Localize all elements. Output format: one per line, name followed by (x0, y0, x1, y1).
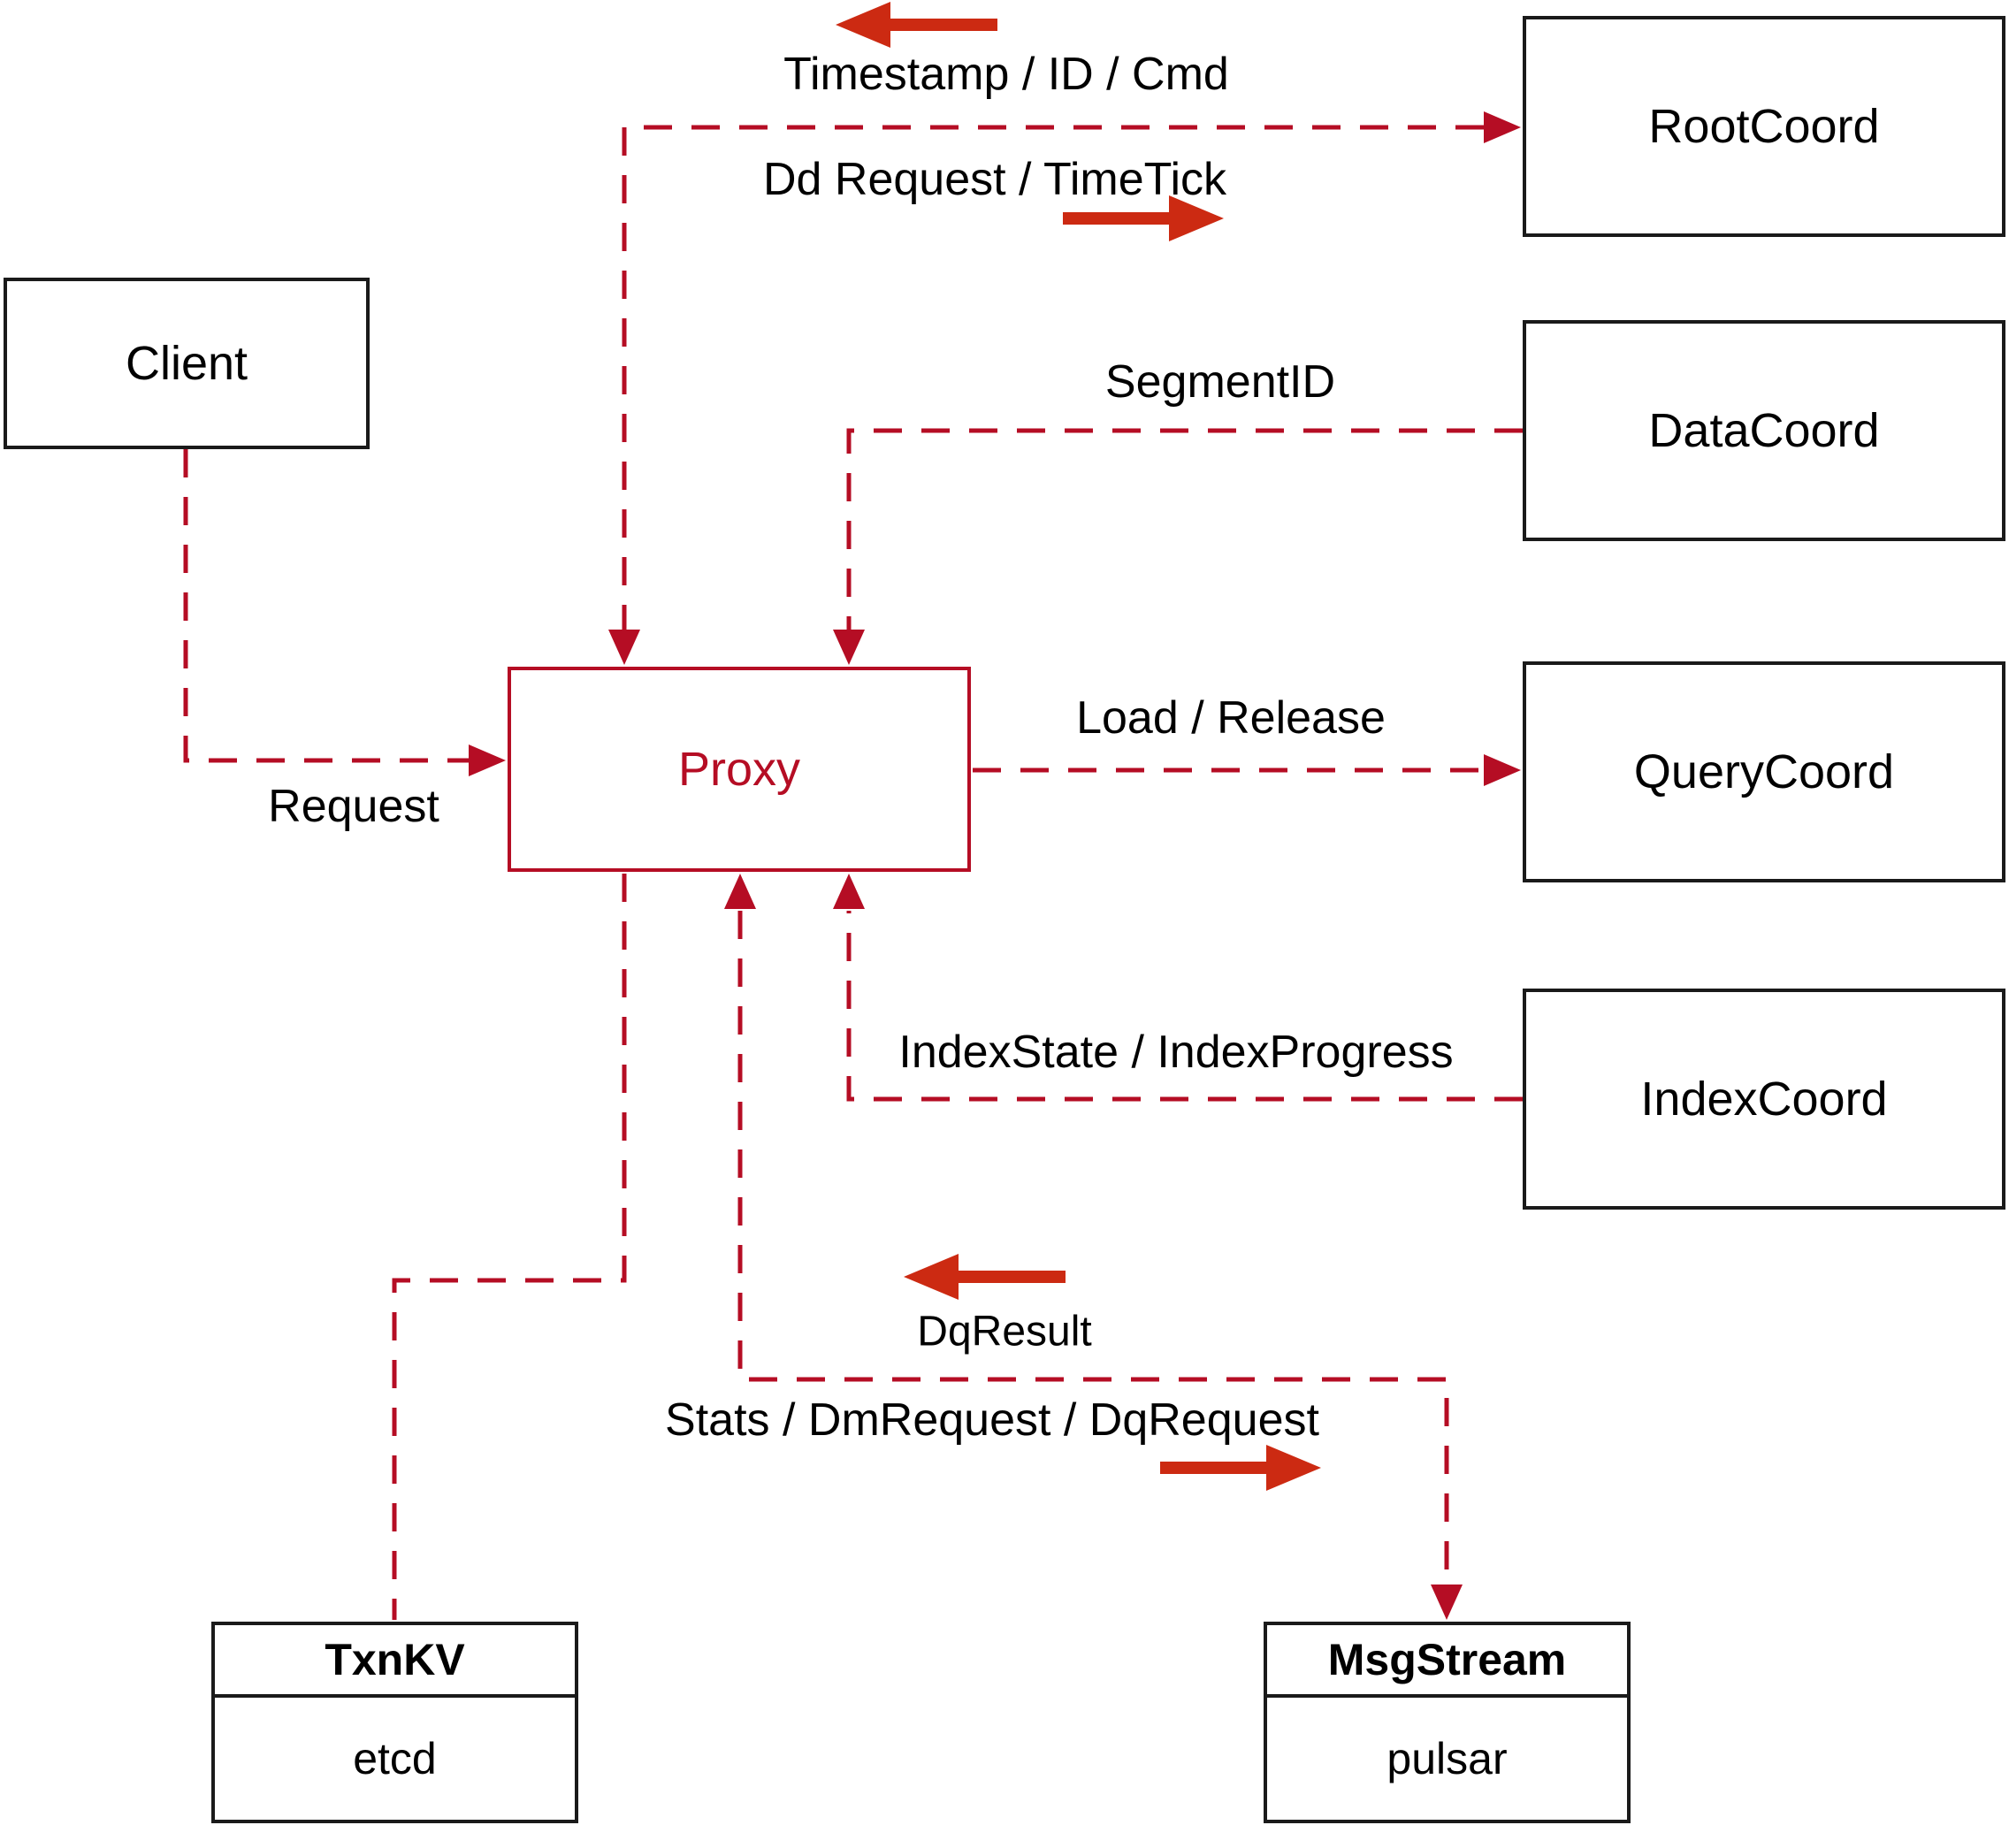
node-client: Client (4, 278, 370, 449)
node-querycoord: QueryCoord (1523, 661, 2005, 882)
edge-label-timestamp-id-cmd: Timestamp / ID / Cmd (783, 49, 1229, 100)
arrowhead-into-proxy-left-icon (469, 745, 506, 776)
edge-label-load-release: Load / Release (1076, 692, 1386, 744)
node-indexcoord-label: IndexCoord (1640, 1073, 1888, 1126)
edge-label-request: Request (268, 781, 439, 832)
edge-label-dqresult: DqResult (917, 1308, 1092, 1355)
node-txnkv-title: TxnKV (215, 1625, 575, 1698)
node-msgstream-title: MsgStream (1267, 1625, 1627, 1698)
arrowhead-into-msgstream-icon (1431, 1585, 1463, 1620)
edge-label-stats-dmrequest-dqrequest: Stats / DmRequest / DqRequest (665, 1394, 1319, 1446)
arrowhead-into-proxy-bottom-right-icon (833, 874, 865, 909)
node-rootcoord: RootCoord (1523, 16, 2005, 237)
arrowhead-into-proxy-top-left-icon (608, 630, 640, 665)
connector-proxy-msgstream (737, 911, 1449, 1583)
arrowhead-into-proxy-bottom-left-icon (724, 874, 756, 909)
edge-label-segmentid: SegmentID (1104, 356, 1336, 408)
arrow-right-icon (1160, 1445, 1321, 1491)
node-indexcoord: IndexCoord (1523, 989, 2005, 1210)
connector-indexcoord-proxy (846, 911, 1523, 1102)
node-client-label: Client (125, 337, 248, 390)
arrowhead-into-querycoord-icon (1484, 754, 1521, 786)
node-proxy: Proxy (508, 667, 971, 872)
connector-proxy-txnkv (392, 874, 627, 1620)
arrow-left-icon (904, 1254, 1066, 1300)
node-datacoord: DataCoord (1523, 320, 2005, 541)
connector-client-proxy (183, 449, 492, 763)
node-rootcoord-label: RootCoord (1648, 100, 1880, 153)
node-txnkv-subtitle: etcd (353, 1734, 437, 1783)
node-msgstream-subtitle: pulsar (1386, 1734, 1508, 1783)
node-datacoord-label: DataCoord (1648, 404, 1880, 457)
node-proxy-label: Proxy (677, 743, 801, 796)
connector-proxy-rootcoord (622, 125, 1507, 633)
arrow-right-icon (1063, 195, 1224, 241)
node-txnkv: TxnKV etcd (211, 1622, 578, 1823)
node-msgstream: MsgStream pulsar (1264, 1622, 1631, 1823)
edge-label-indexstate-indexprogress: IndexState / IndexProgress (898, 1027, 1454, 1078)
arrowhead-into-proxy-top-right-icon (833, 630, 865, 665)
edge-label-dd-request-timetick: Dd Request / TimeTick (762, 154, 1227, 205)
node-querycoord-label: QueryCoord (1633, 745, 1895, 798)
connector-datacoord-proxy (846, 428, 1523, 630)
arrow-left-icon (836, 2, 997, 48)
arrowhead-into-rootcoord-icon (1484, 111, 1521, 143)
